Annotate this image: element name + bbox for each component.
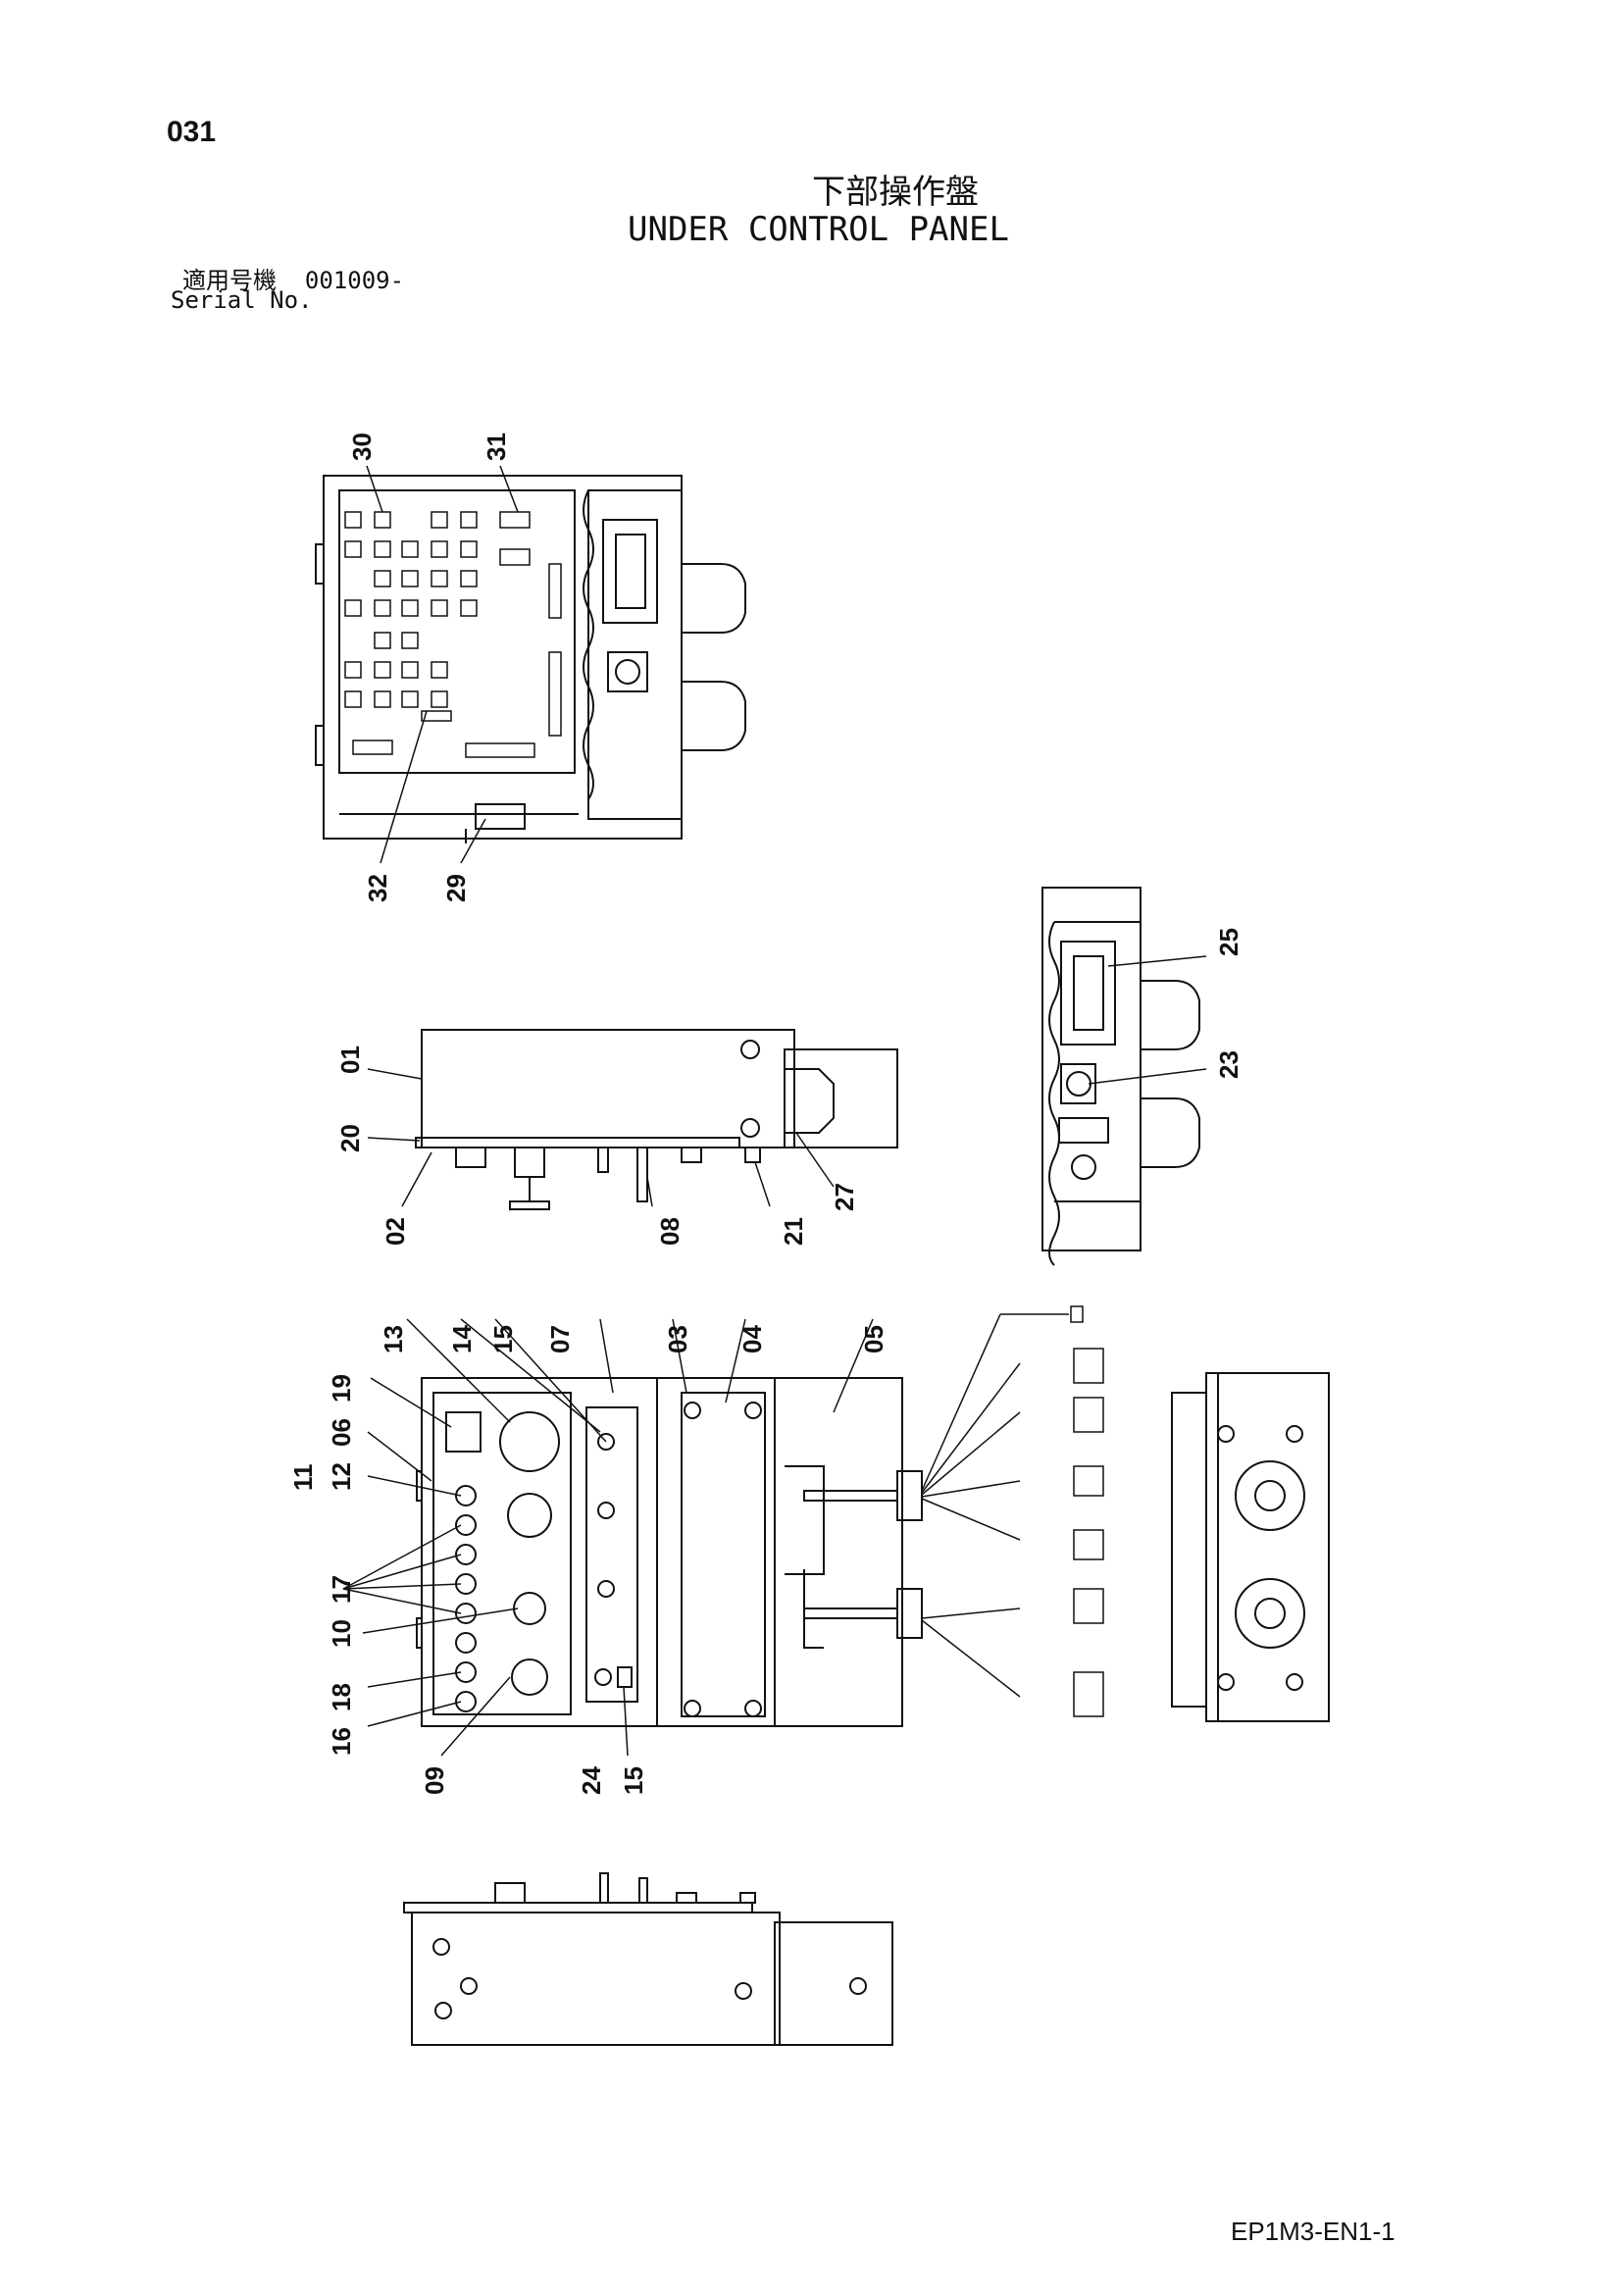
callout-03: 03 [663,1325,692,1353]
callout-21: 21 [779,1217,808,1246]
callout-16: 16 [327,1727,356,1756]
callout-24: 24 [577,1766,606,1795]
top-view-leaders [366,465,519,864]
callout-18: 18 [327,1683,356,1711]
callout-08: 08 [655,1217,685,1246]
callout-14: 14 [447,1325,477,1353]
top-view-enclosure [315,475,746,843]
side-elevation [415,1029,898,1210]
front-panel-leaders [342,1318,874,1757]
callout-07: 07 [545,1325,575,1353]
callout-17: 17 [327,1575,356,1604]
callout-05: 05 [859,1325,888,1353]
callout-20: 20 [335,1124,365,1152]
bottom-view [403,1872,893,2046]
callout-12: 12 [327,1462,356,1491]
callout-10: 10 [327,1619,356,1648]
relay-grid [344,511,562,758]
side-elevation-leaders [367,1068,835,1207]
callout-13: 13 [379,1325,408,1353]
serial-label-english: Serial No. [171,286,313,314]
callout-09: 09 [420,1766,449,1795]
harness-cables [921,1305,1104,1717]
side-detail-view [1041,887,1200,1266]
callout-02: 02 [381,1217,410,1246]
callout-32: 32 [363,874,392,902]
side-detail-leaders [1088,955,1207,1085]
page-number: 031 [167,116,217,148]
title-english: UNDER CONTROL PANEL [628,210,1009,249]
callout-31: 31 [482,433,511,461]
callout-11: 11 [288,1464,318,1492]
callout-04: 04 [737,1325,767,1353]
callout-06: 06 [327,1418,356,1447]
title-japanese-text: 下部操作盤 [812,173,979,212]
callout-15-bottom: 15 [619,1766,648,1795]
title-japanese: 下部操作盤 [0,165,1624,213]
serial-value: 001009- [304,267,405,294]
callout-25: 25 [1214,928,1243,956]
callout-29: 29 [441,874,471,902]
callout-23: 23 [1214,1050,1243,1079]
front-panel [416,1377,923,1727]
callout-27: 27 [830,1183,859,1211]
callout-19: 19 [327,1374,356,1403]
serial-label-japanese: 適用号機 [182,267,277,294]
serial-row-japanese: 適用号機 001009- [182,261,404,295]
callout-15-top: 15 [488,1325,518,1353]
panel-side-view [1171,1372,1330,1722]
callout-01: 01 [335,1046,365,1074]
document-code: EP1M3-EN1-1 [1231,2217,1396,2246]
callout-30: 30 [347,433,377,461]
